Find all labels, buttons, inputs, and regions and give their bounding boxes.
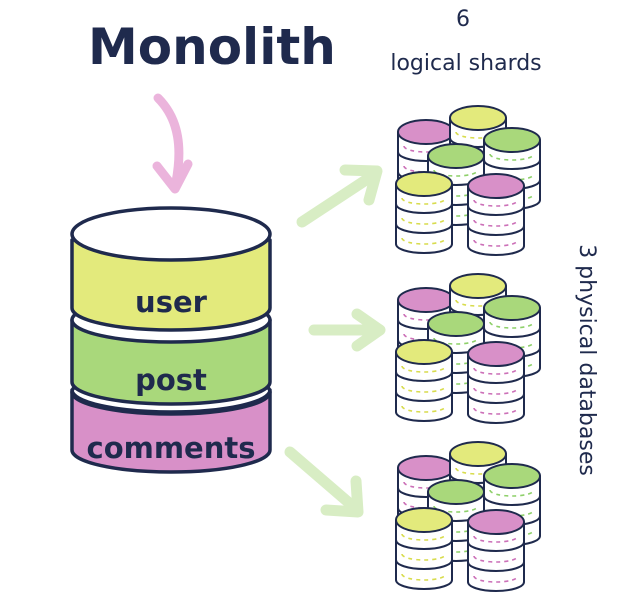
- green-arrow-middle: [308, 308, 386, 352]
- logical-shard: [395, 339, 453, 422]
- logical-shard: [467, 509, 525, 592]
- post-table-body: [70, 318, 272, 406]
- table-label-user: user: [135, 285, 208, 319]
- logical-shard-count: 6: [456, 7, 470, 32]
- logical-shard: [467, 173, 525, 256]
- physical-database-3: [395, 441, 541, 592]
- green-arrow-bottom: [284, 446, 364, 518]
- physical-databases: [395, 105, 541, 592]
- monolith-top: [70, 206, 272, 262]
- logical-shard: [395, 171, 453, 254]
- pink-arrow: [152, 93, 193, 194]
- logical-shard: [467, 341, 525, 424]
- logical-shards-label: logical shards: [390, 51, 541, 76]
- monolith-database: user post comments: [70, 206, 272, 474]
- user-table-body: [70, 238, 272, 332]
- logical-shard: [395, 507, 453, 590]
- table-label-comments: comments: [87, 431, 256, 465]
- green-arrow-top: [296, 164, 383, 228]
- physical-database-1: [395, 105, 541, 256]
- physical-database-2: [395, 273, 541, 424]
- physical-databases-label: 3 physical databases: [574, 244, 599, 476]
- table-label-post: post: [135, 363, 207, 397]
- diagram-title: Monolith: [88, 18, 336, 76]
